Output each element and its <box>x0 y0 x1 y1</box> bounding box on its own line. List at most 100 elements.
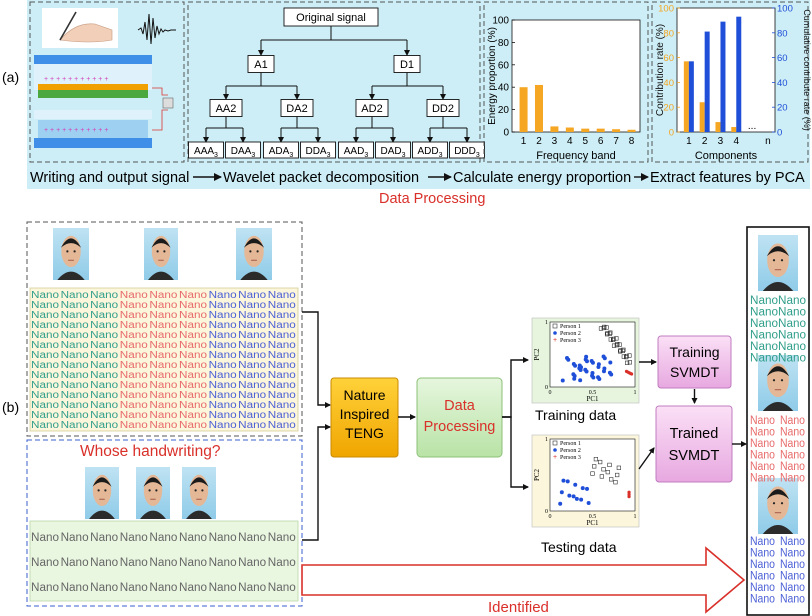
training-nano-sample: Nano <box>90 360 119 371</box>
tree-node-ad2: AD2 <box>361 103 382 115</box>
chart2-bar-cumulative-1 <box>688 61 694 132</box>
training-scatter-legend-3: Person 3 <box>560 338 581 344</box>
training-nano-sample: Nano <box>61 350 90 361</box>
teng-label-line-2: Inspired <box>340 406 390 422</box>
chart2-y2tick-40: 40 <box>777 78 788 89</box>
identified-nano-sample-person-2: Nano <box>780 461 805 473</box>
svg-text:+ + + + + + + + + + +: + + + + + + + + + + + <box>44 76 108 83</box>
training-nano-sample: Nano <box>268 410 297 421</box>
trained-svmdt-line-1: Trained <box>670 426 719 442</box>
training-scatter-point-person-2 <box>578 378 583 383</box>
testing-scatter-point-person-1 <box>598 459 603 465</box>
training-nano-sample: Nano <box>238 310 267 321</box>
identified-face-person-3 <box>758 478 798 534</box>
training-nano-sample: Nano <box>238 410 267 421</box>
training-nano-sample: Nano <box>179 350 208 361</box>
caption-writing: Writing and output signal <box>30 170 189 186</box>
training-nano-sample: Nano <box>149 390 178 401</box>
training-nano-sample: Nano <box>209 310 238 321</box>
training-nano-sample: Nano <box>209 410 238 421</box>
identified-nano-sample-person-1: NanoNano <box>750 307 806 319</box>
chart2-ytick-0: 0 <box>669 128 674 139</box>
testing-nano-sample: Nano <box>149 582 177 594</box>
training-nano-sample: Nano <box>149 400 178 411</box>
training-scatter-ylabel: PC2 <box>533 348 541 361</box>
training-scatter-point-person-2 <box>601 354 606 359</box>
chart2-bar-cumulative-4 <box>736 16 742 132</box>
training-scatter-point-person-1 <box>621 354 626 359</box>
identified-label: Identified <box>488 599 549 616</box>
training-nano-sample: Nano <box>179 420 208 431</box>
training-nano-sample: Nano <box>238 320 267 331</box>
training-scatter-point-person-1 <box>604 325 609 330</box>
chart1-ytick-0: 0 <box>503 128 509 139</box>
training-scatter-point-person-2 <box>589 359 594 363</box>
testing-nano-sample: Nano <box>90 557 118 569</box>
identified-nano-sample-person-2: Nano <box>750 438 775 450</box>
testing-scatter-point-person-1 <box>592 464 597 469</box>
testing-scatter-point-person-2 <box>580 486 585 491</box>
teng-box: Nature Inspired TENG <box>330 377 399 458</box>
training-nano-sample: Nano <box>149 370 178 381</box>
training-scatter-point-person-2 <box>596 365 601 369</box>
training-nano-sample: Nano <box>238 390 267 401</box>
testing-scatter-legend-2: Person 2 <box>560 448 581 454</box>
training-nano-sample: Nano <box>149 420 178 431</box>
training-nano-sample: Nano <box>238 330 267 341</box>
chart1-xtick-6: 6 <box>598 136 604 147</box>
training-nano-sample: Nano <box>149 320 178 331</box>
testing-nano-sample: Nano <box>268 582 296 594</box>
training-nano-sample: Nano <box>268 320 297 331</box>
training-nano-sample: Nano <box>90 420 119 431</box>
training-nano-sample: Nano <box>268 350 297 361</box>
training-nano-sample: Nano <box>209 390 238 401</box>
training-svmdt-line-1: Training <box>669 344 719 360</box>
tree-node-dd2: DD2 <box>432 103 454 115</box>
training-scatter-point-person-1 <box>627 353 632 358</box>
training-nano-sample: Nano <box>209 400 238 411</box>
testing-scatter-xtick: 0 <box>549 514 552 520</box>
chart1-xlabel: Frequency band <box>536 150 616 162</box>
training-nano-sample: Nano <box>61 400 90 411</box>
training-nano-sample: Nano <box>61 340 90 351</box>
training-nano-sample: Nano <box>268 380 297 391</box>
chart1-bar-4 <box>565 127 574 132</box>
chart2-xtick-2: 2 <box>702 136 708 147</box>
training-nano-sample: Nano <box>120 400 149 411</box>
chart2-xlabel: Components <box>695 150 758 162</box>
training-nano-sample: Nano <box>268 340 297 351</box>
training-scatter-point-person-1 <box>621 347 626 352</box>
training-nano-sample: Nano <box>179 300 208 311</box>
training-scatter-point-person-1 <box>614 343 619 348</box>
training-data-label: Training data <box>535 407 616 423</box>
chart1-xtick-2: 2 <box>536 136 542 147</box>
training-nano-sample: Nano <box>31 300 60 311</box>
testing-scatter-point-person-1 <box>615 472 620 478</box>
training-nano-sample: Nano <box>31 410 60 421</box>
testing-scatter-point-person-1 <box>605 470 610 475</box>
training-nano-sample: Nano <box>179 370 208 381</box>
chart2-ellipsis: ... <box>748 121 756 132</box>
teng-device-illustration: + + + + + + + + + + + + + + + + + + + + … <box>34 55 174 148</box>
testing-nano-sample: Nano <box>179 557 207 569</box>
testing-scatter-point-person-1 <box>609 477 614 482</box>
training-nano-sample: Nano <box>120 290 149 301</box>
testing-scatter-point-person-2 <box>571 494 576 499</box>
testing-scatter-legend-3: Person 3 <box>560 455 581 461</box>
testing-scatter-point-person-1 <box>599 474 604 479</box>
caption-wavelet: Wavelet packet decomposition <box>223 170 419 186</box>
training-nano-sample: Nano <box>238 350 267 361</box>
training-scatter-ytick: 0 <box>545 385 548 391</box>
training-nano-sample: Nano <box>149 350 178 361</box>
chart1-xtick-1: 1 <box>521 136 527 147</box>
training-nano-sample: Nano <box>268 400 297 411</box>
training-scatter-xtick: 1 <box>634 390 637 396</box>
chart2-y2tick-60: 60 <box>777 53 788 64</box>
identified-nano-sample-person-3: Nano <box>780 559 805 571</box>
training-scatter-point-person-1 <box>627 360 632 365</box>
